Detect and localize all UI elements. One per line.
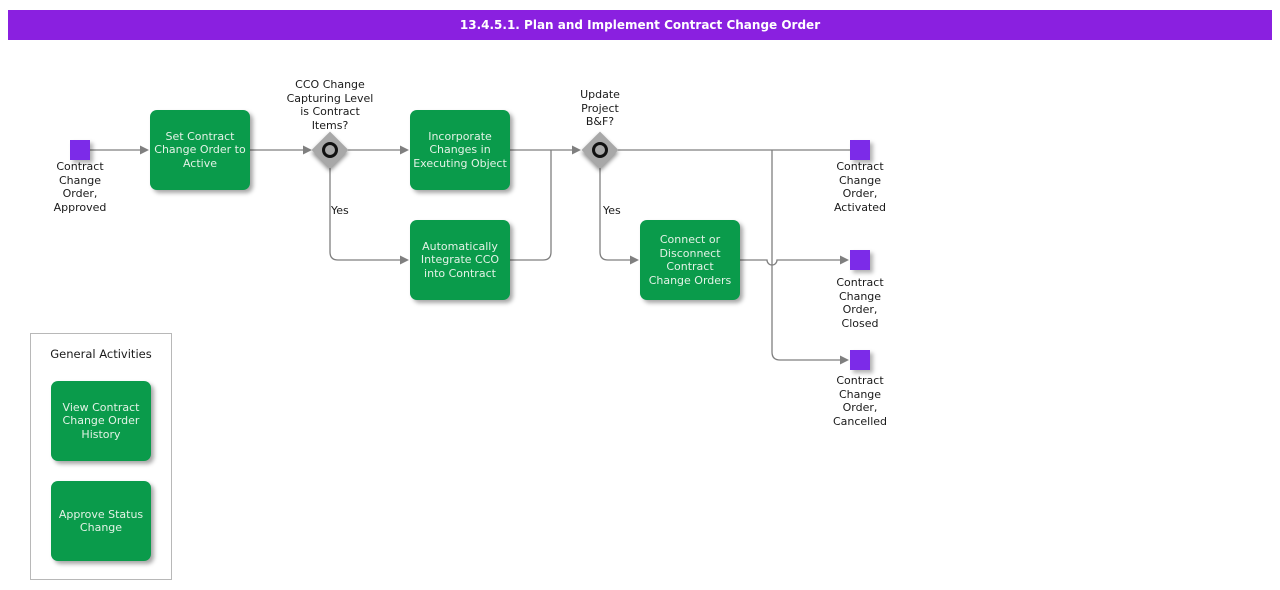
task-label: Incorporate Changes in Executing Object bbox=[413, 129, 507, 170]
general-activities-title: General Activities bbox=[50, 347, 152, 361]
end-event-cancelled-label: Contract Change Order, Cancelled bbox=[832, 374, 888, 428]
general-activities-panel: General Activities View Contract Change … bbox=[30, 333, 172, 580]
start-event-label: Contract Change Order, Approved bbox=[53, 160, 107, 214]
task-view-cco-history[interactable]: View Contract Change Order History bbox=[51, 381, 151, 461]
task-automatically-integrate-cco[interactable]: Automatically Integrate CCO into Contrac… bbox=[410, 220, 510, 300]
decision-question-update-project: Update Project B&F? bbox=[580, 88, 620, 128]
decision-yes-label-update-project: Yes bbox=[603, 204, 621, 217]
diagram-title-bar: 13.4.5.1. Plan and Implement Contract Ch… bbox=[8, 10, 1272, 40]
task-label: Approve Status Change bbox=[58, 507, 144, 535]
task-connect-disconnect-cco[interactable]: Connect or Disconnect Contract Change Or… bbox=[640, 220, 740, 300]
gateway-circle-icon bbox=[322, 142, 338, 158]
task-incorporate-changes[interactable]: Incorporate Changes in Executing Object bbox=[410, 110, 510, 190]
task-set-contract-change-order-active[interactable]: Set Contract Change Order to Active bbox=[150, 110, 250, 190]
start-event-approved[interactable] bbox=[70, 140, 90, 160]
diagram-title: 13.4.5.1. Plan and Implement Contract Ch… bbox=[459, 18, 821, 32]
end-event-closed-label: Contract Change Order, Closed bbox=[836, 276, 884, 330]
decision-question-capturing-level: CCO Change Capturing Level is Contract I… bbox=[286, 78, 374, 132]
end-event-cancelled[interactable] bbox=[850, 350, 870, 370]
task-label: Automatically Integrate CCO into Contrac… bbox=[420, 239, 500, 280]
task-approve-status-change[interactable]: Approve Status Change bbox=[51, 481, 151, 561]
gateway-circle-icon bbox=[592, 142, 608, 158]
task-label: Set Contract Change Order to Active bbox=[154, 129, 246, 170]
end-event-activated[interactable] bbox=[850, 140, 870, 160]
end-event-activated-label: Contract Change Order, Activated bbox=[833, 160, 887, 214]
end-event-closed[interactable] bbox=[850, 250, 870, 270]
task-label: View Contract Change Order History bbox=[62, 400, 140, 441]
task-label: Connect or Disconnect Contract Change Or… bbox=[648, 233, 732, 287]
decision-yes-label-capturing-level: Yes bbox=[331, 204, 349, 217]
